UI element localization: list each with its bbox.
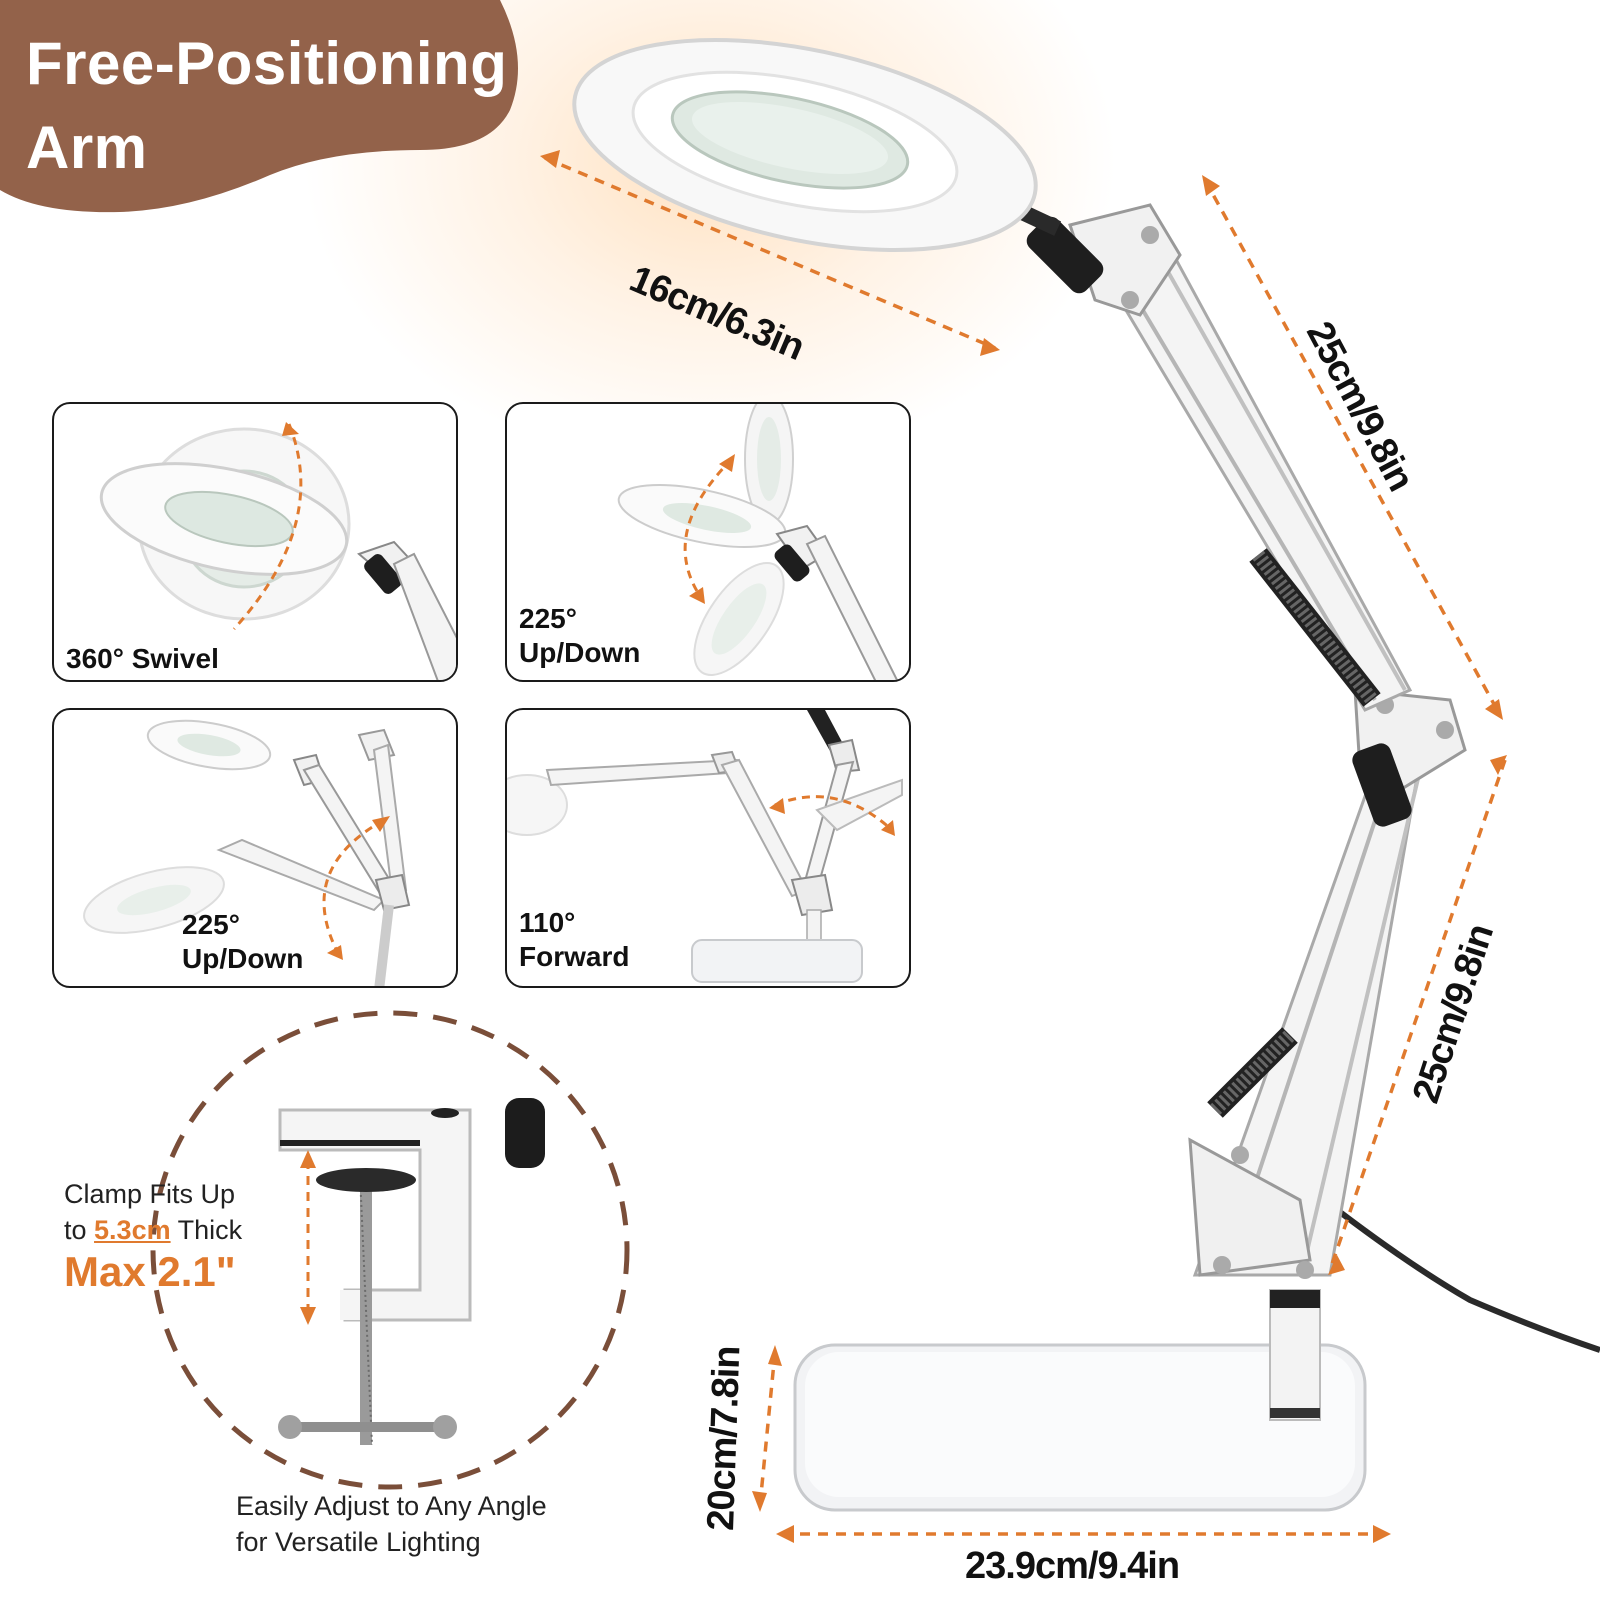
upper-spring [1249,548,1381,707]
upper-arm [1087,228,1413,712]
swivel-illustration [99,422,456,680]
page-title: Free-Positioning Arm [26,22,507,190]
clamp-thickness-highlight: 5.3cm [94,1215,171,1245]
panel-3-caption-line-2: Up/Down [182,943,304,974]
up-down-illustration-a [617,404,899,680]
clamp-note-line-1: Clamp Fits Up [64,1179,236,1209]
title-line-2: Arm [26,114,148,181]
panel-4-caption-line-2: Forward [519,941,630,972]
clamp-max-thickness: Max 2.1" [64,1248,236,1295]
title-line-1: Free-Positioning [26,30,508,97]
lower-arm [1188,737,1422,1279]
panel-225-up-down-a: 225° Up/Down [505,402,911,682]
panel-110-forward: 110° Forward [505,708,911,988]
panel-225-up-down-b: 225° Up/Down [52,708,458,988]
footer-note: Easily Adjust to Any Angle for Versatile… [236,1488,547,1560]
panel-360-swivel: 360° Swivel [52,402,458,682]
arrow-heads [540,150,1507,1543]
lower-spring [1207,1027,1298,1118]
panel-3-caption-line-1: 225° [182,909,240,940]
panel-2-caption-line-1: 225° [519,603,577,634]
head-joint [1008,200,1182,317]
clamp-dashed-circle [150,1010,630,1490]
panel-1-caption: 360° Swivel [66,643,219,674]
dim-base-width: 23.9cm/9.4in [965,1545,1180,1587]
up-down-illustration-b [83,719,411,986]
clamp-illustration [278,1098,545,1446]
clamp-note: Clamp Fits Up to 5.3cm Thick [64,1176,242,1248]
footer-line-1: Easily Adjust to Any Angle [236,1491,547,1521]
dimension-arrows [544,156,1507,1536]
forward-illustration [507,710,903,983]
clamp-note-line-2: to 5.3cm Thick [64,1212,242,1248]
clamp-note-suffix: Thick [170,1215,243,1245]
panel-2-caption-line-2: Up/Down [519,637,641,668]
magnifier-head [572,38,1038,252]
title-badge [0,0,518,213]
panel-4-caption-line-1: 110° [519,907,576,938]
footer-line-2: for Versatile Lighting [236,1527,481,1557]
dim-base-depth: 20cm/7.8in [700,1345,749,1532]
clamp-note-prefix: to [64,1215,95,1245]
lamp-base [793,1289,1367,1512]
